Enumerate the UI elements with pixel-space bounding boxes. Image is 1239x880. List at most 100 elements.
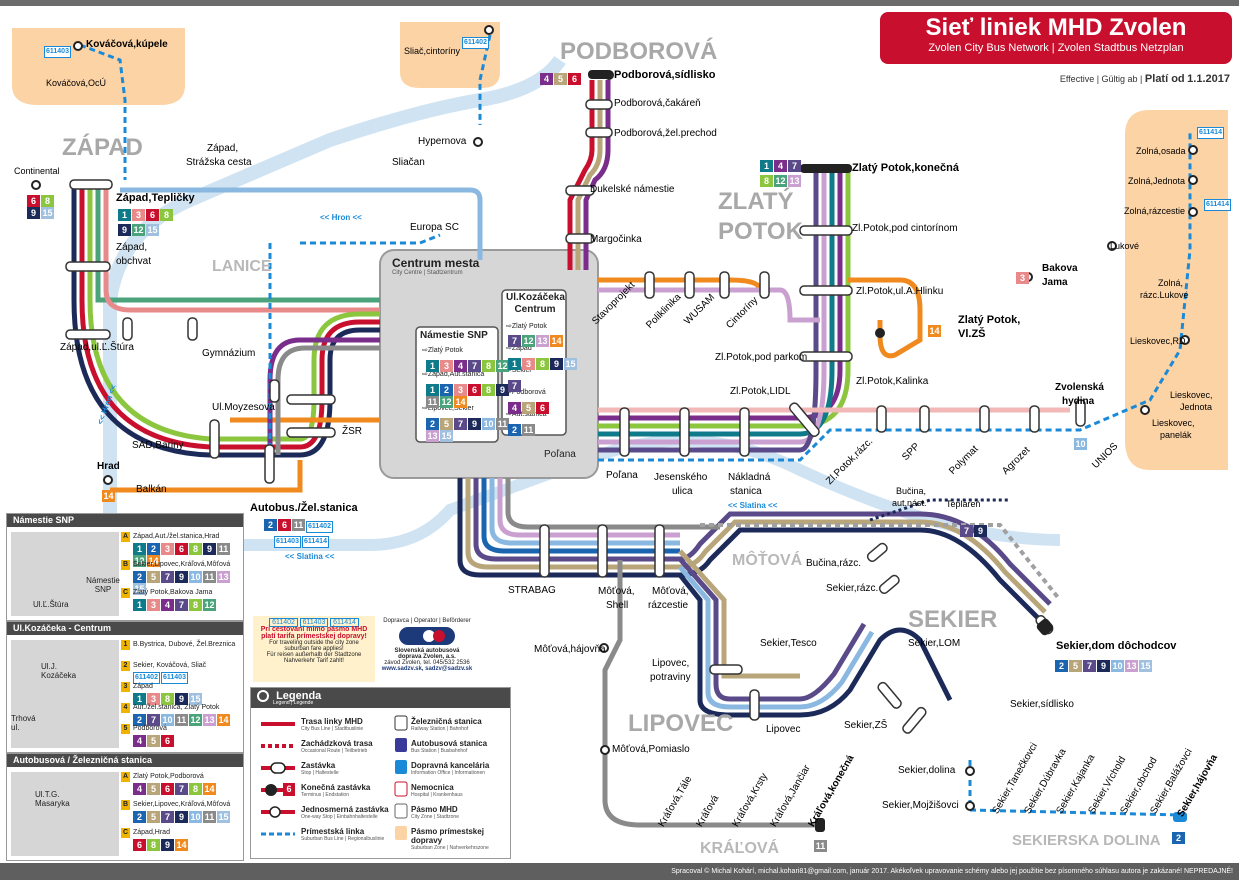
panel-kozacka-title: Ul.Kozáčeka - Centrum — [7, 622, 243, 635]
stop-lipovec-potraviny-1: Lipovec, — [652, 658, 690, 669]
line-badge: 6 — [133, 839, 146, 851]
stop-sekier-sidlisko: Sekier,sídlisko — [1010, 699, 1074, 710]
line-badge: 12 — [132, 224, 145, 236]
legend-terminus-sample: 6 — [283, 783, 295, 796]
stop-motova-shell-2: Shell — [606, 600, 629, 611]
panel-autobus-title: Autobusová / Železničná stanica — [7, 754, 243, 767]
stop-motova-razcestie-1: Môťová, — [652, 586, 689, 597]
line-badge: 7 — [454, 418, 467, 430]
line-badge: 1 — [133, 599, 146, 611]
line-badge: 13 — [426, 430, 439, 442]
line-badge: 5 — [1069, 660, 1082, 672]
district-zapad: ZÁPAD — [62, 134, 143, 161]
line-badge: 7 — [161, 811, 174, 823]
stop-lieskovec-panelak-1: Lieskovec, — [1152, 418, 1195, 428]
badge-group: 10 — [1074, 434, 1088, 452]
stop-motova-razcestie-2: rázcestie — [648, 600, 689, 611]
stop-kovacova-kupele: Kováčová,kúpele — [86, 39, 168, 50]
kozacka-dir-2: ⇨Západ — [506, 345, 532, 352]
centre-polana: Poľana — [544, 449, 576, 460]
effective-label: Platí od — [1144, 73, 1185, 85]
line-badge: 4 — [161, 599, 174, 611]
note-regional-codes: 611402 611403 611414 — [253, 618, 375, 627]
stop-gymnazium: Gymnázium — [202, 348, 256, 359]
line-badge: 2 — [440, 384, 453, 396]
line-badge: 4 — [774, 160, 787, 172]
badge-group: 14 — [102, 486, 116, 504]
line-badge: 11 — [175, 714, 188, 726]
line-14-hrad — [110, 460, 303, 493]
line-badge: 15 — [440, 430, 453, 442]
badge-group: 611402 — [462, 31, 490, 49]
panel-entry-key: A — [121, 532, 130, 542]
stop-zsr: ŽSR — [342, 426, 362, 437]
line-badge: 15 — [146, 224, 159, 236]
legend-symbols — [261, 715, 408, 840]
line-badge: 15 — [189, 693, 202, 705]
stop-jesenskeho-2: ulica — [672, 486, 693, 497]
line-badge: 7 — [468, 360, 481, 372]
line-badge: 5 — [440, 418, 453, 430]
line-badge: 12 — [774, 175, 787, 187]
line-badge: 4 — [454, 360, 467, 372]
stop-zp-kalinka: Zl.Potok,Kalinka — [856, 376, 929, 387]
panel-entry-text: B.Bystrica, Dubové, Žel.Breznica — [133, 641, 236, 648]
line-badge: 1 — [508, 358, 521, 370]
namestie-dir-1: ⇨Zlatý Potok — [422, 347, 463, 354]
legend: Legenda Legend | Legende Trasa linky MHD… — [250, 687, 511, 859]
stop-dukelske: Dukelské námestie — [590, 184, 675, 195]
stop-autobus-zel: Autobus./Žel.stanica — [250, 502, 358, 514]
line-badge: 8 — [189, 543, 202, 555]
line-badge: 12 — [203, 599, 216, 611]
line-badge: 5 — [147, 783, 160, 795]
badge-group: 3 — [1016, 268, 1030, 286]
namestie-dir-2: ⇨Západ,Aut.stanica — [422, 371, 485, 378]
line-badge: 1 — [133, 693, 146, 705]
stop-sekier-zs: Sekier,ZŠ — [844, 720, 888, 731]
panel-entry-key: B — [121, 560, 130, 570]
operator-logo — [399, 627, 455, 645]
stop-zvolenska-hydina-2: hydina — [1062, 396, 1095, 407]
line-badge: 7 — [175, 599, 188, 611]
line-badge: 11 — [292, 519, 305, 531]
panel-kozacka-label-2: Trhová ul. — [11, 714, 36, 732]
district-sekierska-dolina: SEKIERSKA DOLINA — [1012, 832, 1161, 849]
stop-markers — [31, 25, 1198, 811]
line-badge: 9 — [1097, 660, 1110, 672]
line-badge: 12 — [133, 555, 146, 567]
line-badge: 5 — [522, 402, 535, 414]
stop-zolna-razc-lukove-2: rázc.Lukové — [1140, 290, 1189, 300]
line-badge: 8 — [536, 358, 549, 370]
stop-bucina-aut-1: Bučina, — [896, 486, 927, 496]
stop-lieskovec-jednota-1: Lieskovec, — [1170, 390, 1213, 400]
line-badge: 2 — [133, 811, 146, 823]
search-icon — [257, 690, 269, 703]
effective-date-value: 1.1.2017 — [1187, 73, 1230, 85]
panel-entry-key: A — [121, 772, 130, 782]
line-badge: 11 — [814, 840, 827, 852]
stop-zvolenska-hydina-1: Zvolenská — [1055, 382, 1104, 393]
line-badge: 8 — [760, 175, 773, 187]
operator-addr: závod Zvolen, tel. 045/532 2536 — [384, 660, 470, 666]
stop-ul-moyzesova: Ul.Moyzesova — [212, 402, 275, 413]
note-line-5: Für reisen außerhalb der Stadtzone — [266, 652, 362, 658]
stop-motova-shell-1: Môťová, — [598, 586, 635, 597]
line-badge: 13 — [203, 714, 216, 726]
line-badge: 6 — [27, 195, 40, 207]
line-badge: 5 — [554, 73, 567, 85]
panel-entry-text: Sekier, Kováčová, Sliač — [133, 662, 207, 669]
line-badge: 2 — [147, 543, 160, 555]
west-trunk — [71, 185, 483, 458]
namestie-dir-3: ⇨Lipovec,Sekier — [422, 405, 474, 412]
line-badge: 8 — [160, 209, 173, 221]
stop-zapad-obchvat-1: Západ, — [116, 242, 148, 253]
badge-group: 611414 — [1197, 121, 1225, 139]
